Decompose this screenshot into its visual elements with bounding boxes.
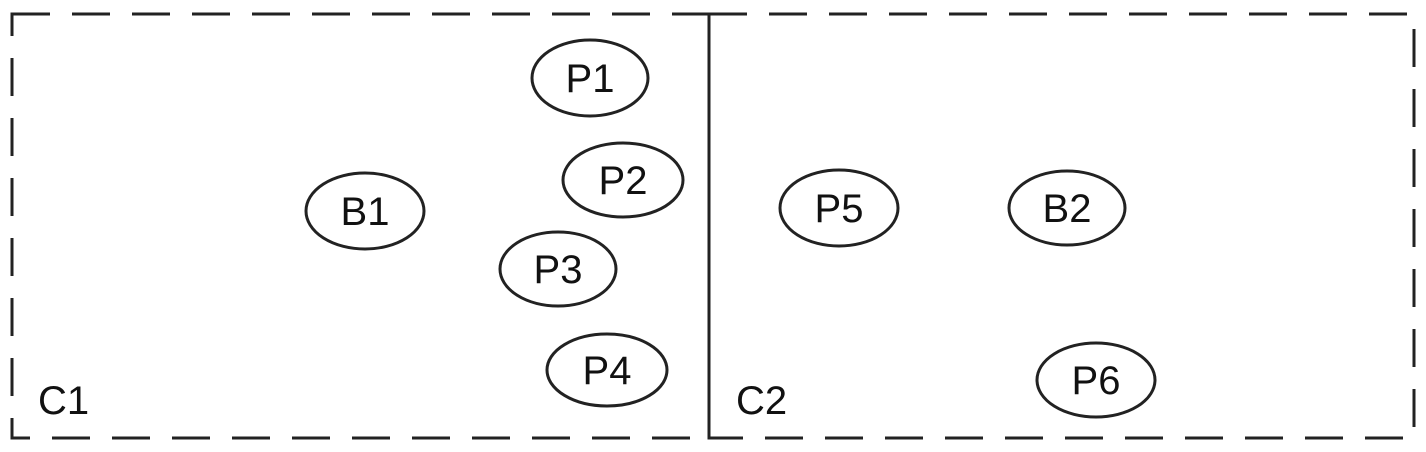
node-p5-ellipse [778,168,900,248]
node-b1: B1 [304,171,426,251]
region-c2-border [707,12,1416,440]
node-b1-ellipse [304,171,426,251]
node-b1-label: B1 [341,190,390,234]
node-p5: P5 [778,168,900,248]
node-p4-ellipse [545,332,669,408]
region-c1-label: C1 [38,379,89,423]
node-p6-ellipse [1035,341,1157,419]
node-p6-label: P6 [1072,359,1121,403]
node-p4: P4 [545,332,669,408]
node-b2-label: B2 [1043,187,1092,231]
node-p1: P1 [530,38,650,118]
node-p1-ellipse [530,38,650,118]
node-p3-ellipse [498,230,618,308]
region-c2: C2 [707,12,1416,440]
node-p6: P6 [1035,341,1157,419]
region-c2-label: C2 [736,379,787,423]
node-b2: B2 [1007,169,1127,247]
node-p3: P3 [498,230,618,308]
node-p1-label: P1 [566,57,615,101]
node-p2-ellipse [561,141,685,219]
node-p3-label: P3 [534,248,583,292]
node-b2-ellipse [1007,169,1127,247]
node-p5-label: P5 [815,187,864,231]
node-p2-label: P2 [599,159,648,203]
node-p4-label: P4 [583,349,632,393]
node-p2: P2 [561,141,685,219]
